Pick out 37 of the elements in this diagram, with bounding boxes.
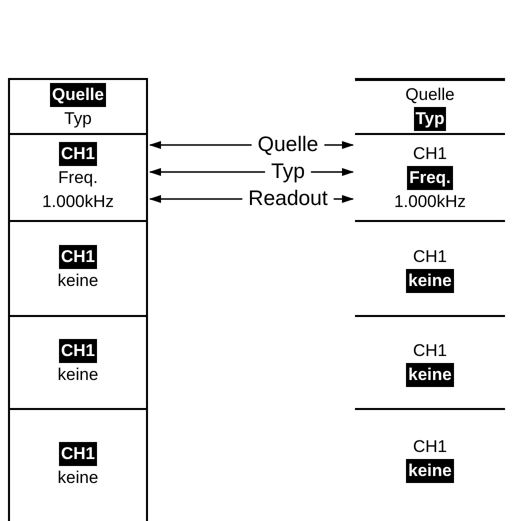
arrow: [149, 168, 266, 176]
highlighted-menu-label: Freq.: [407, 166, 453, 190]
menu-label: CH1: [412, 436, 448, 458]
arrow: [334, 195, 354, 203]
highlighted-menu-label: keine: [406, 362, 454, 386]
menu-label: 1.000kHz: [393, 190, 467, 212]
menu-box: [8, 315, 148, 408]
menu-box: [355, 78, 505, 133]
menu-label: Quelle: [404, 84, 456, 106]
highlighted-menu-label: CH1: [58, 442, 97, 466]
menu-box: [8, 220, 148, 315]
menu-label: CH1: [412, 340, 448, 362]
callout-label: Typ: [271, 160, 305, 184]
menu-label: Typ: [63, 108, 93, 130]
highlighted-menu-label: keine: [406, 268, 454, 292]
menu-label: CH1: [412, 246, 448, 268]
menu-label: CH1: [412, 142, 448, 164]
highlighted-menu-label: CH1: [58, 244, 97, 268]
menu-box: [8, 133, 148, 220]
menu-label: Freq.: [57, 166, 99, 188]
highlighted-menu-label: CH1: [58, 338, 97, 362]
menu-box: [8, 408, 148, 521]
menu-label: 1.000kHz: [41, 190, 115, 212]
highlighted-menu-label: Typ: [414, 107, 446, 131]
menu-label: keine: [56, 466, 100, 488]
arrow: [149, 141, 252, 149]
arrow: [324, 141, 354, 149]
menu-label: keine: [56, 364, 100, 386]
callout-label: Quelle: [258, 133, 318, 157]
arrow: [310, 168, 354, 176]
menu-box: [8, 78, 148, 133]
arrow: [149, 195, 242, 203]
highlighted-menu-label: Quelle: [50, 82, 106, 106]
highlighted-menu-label: keine: [406, 459, 454, 483]
highlighted-menu-label: CH1: [58, 142, 97, 166]
callout-label: Readout: [248, 187, 328, 211]
menu-label: keine: [56, 270, 100, 292]
